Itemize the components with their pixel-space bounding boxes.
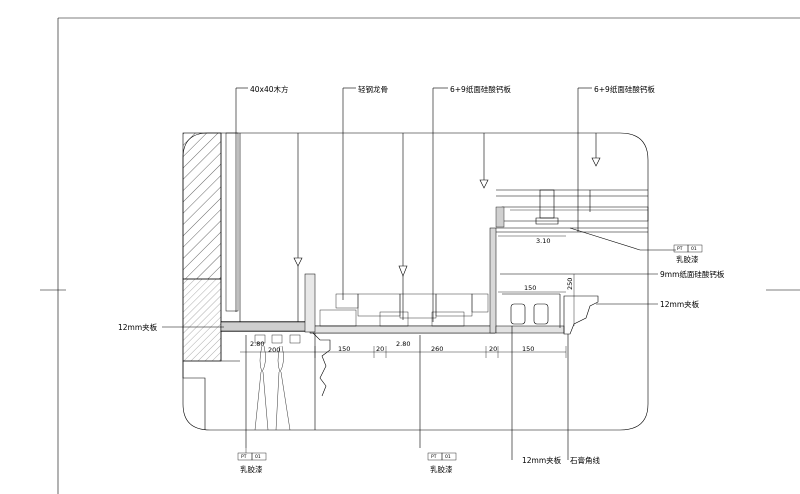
label-wood-batten: 40x40木方 — [250, 84, 289, 94]
dim-280-mid: 2.80 — [396, 340, 410, 348]
dim-310: 3.10 — [536, 237, 550, 245]
label-texts: 40x40木方 轻钢龙骨 6+9纸面硅酸钙板 6+9纸面硅酸钙板 12mm夹板 … — [118, 84, 725, 465]
label-left-plywood: 12mm夹板 — [118, 322, 158, 332]
dim-20-b: 20 — [489, 345, 497, 353]
paint-tag-left: PT 01 乳胶漆 — [237, 448, 267, 474]
label-9mm-board: 9mm纸面硅酸钙板 — [660, 269, 725, 279]
paint-tag-code: PT — [241, 454, 247, 460]
paint-tag-num: 01 — [255, 454, 261, 460]
paint-tag-name: 乳胶漆 — [430, 464, 453, 474]
dim-200: 200 — [268, 346, 280, 354]
gypsum-cornice — [563, 295, 599, 335]
curtain-hooks — [254, 334, 301, 431]
label-light-steel-keel: 轻钢龙骨 — [358, 84, 388, 94]
dimension-texts: 2.80 200 150 20 2.80 260 20 150 150 250 … — [250, 237, 574, 354]
hanger-rods — [293, 133, 601, 322]
dim-150-a: 150 — [338, 345, 350, 353]
paint-tag-right: PT 01 乳胶漆 — [673, 244, 703, 264]
label-bottom-plywood: 12mm夹板 — [522, 455, 562, 465]
label-board-1: 6+9纸面硅酸钙板 — [450, 84, 511, 94]
paint-tag-name: 乳胶漆 — [676, 254, 699, 264]
light-fixtures — [502, 293, 561, 328]
paint-tag-name: 乳胶漆 — [240, 464, 263, 474]
dim-260: 260 — [431, 345, 443, 353]
upper-cove — [495, 189, 649, 228]
keel-blocks — [319, 293, 489, 327]
dimension-lines — [240, 235, 575, 358]
paint-tag-num: 01 — [691, 246, 697, 252]
dim-150-upper: 150 — [524, 284, 536, 292]
ceiling-structure — [220, 227, 648, 334]
sheet-frame — [40, 17, 800, 494]
dim-280-left: 2.80 — [250, 340, 264, 348]
wood-batten — [225, 132, 239, 312]
structural-wall — [182, 132, 241, 430]
paint-tag-code: PT — [677, 246, 683, 252]
label-board-2: 6+9纸面硅酸钙板 — [594, 84, 655, 94]
label-gypsum-line: 石膏角线 — [570, 455, 600, 465]
leader-lines — [162, 87, 676, 460]
dim-20-a: 20 — [376, 345, 384, 353]
paint-tag-middle: PT 01 乳胶漆 — [427, 452, 457, 474]
paint-tag-code: PT — [431, 454, 437, 460]
dim-150-b: 150 — [522, 345, 534, 353]
dim-250: 250 — [566, 278, 574, 290]
paint-tag-num: 01 — [445, 454, 451, 460]
label-right-plywood: 12mm夹板 — [660, 299, 700, 309]
